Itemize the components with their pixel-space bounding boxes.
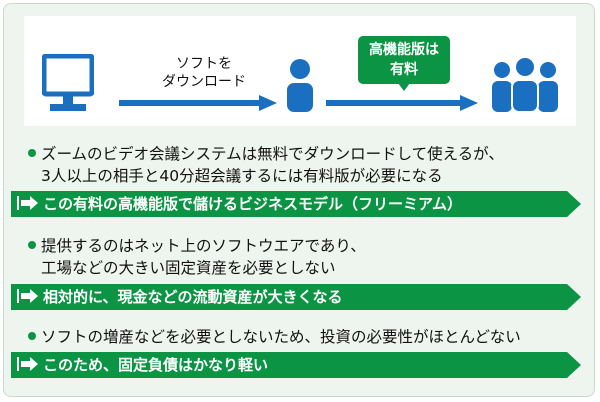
arrow-right-icon: [326, 95, 478, 111]
bullet-dot: [28, 332, 36, 340]
group-icon: [492, 56, 558, 113]
person-icon: [287, 59, 313, 112]
paid-version-callout: 高機能版は 有料: [358, 36, 450, 84]
point-1-text: ズームのビデオ会議システムは無料でダウンロードして使えるが、 3人以上の相手と4…: [28, 143, 504, 187]
bullet-dot: [28, 241, 36, 249]
callout-pointer: [398, 83, 410, 91]
download-illustration: ソフトを ダウンロード 高機能版は 有料: [24, 16, 576, 126]
conclusion-banner-3: このため、固定負債はかなり軽い: [11, 352, 581, 378]
arrow-right-icon: [17, 288, 38, 303]
arrow-right-icon: [17, 356, 38, 371]
download-step-label: ソフトを ダウンロード: [162, 56, 246, 90]
conclusion-banner-1: この有料の高機能版で儲けるビジネスモデル（フリーミアム）: [11, 191, 581, 217]
conclusion-banner-2: 相対的に、現金などの流動資産が大きくなる: [11, 284, 581, 310]
bullet-dot: [28, 149, 36, 157]
monitor-icon: [42, 54, 94, 111]
point-2-text: 提供するのはネット上のソフトウエアであり、 工場などの大きい固定資産を必要としな…: [28, 235, 366, 279]
point-3-text: ソフトの増産などを必要としないため、投資の必要性がほとんどない: [28, 326, 521, 348]
arrow-right-icon: [17, 195, 38, 210]
arrow-right-icon: [119, 95, 277, 111]
